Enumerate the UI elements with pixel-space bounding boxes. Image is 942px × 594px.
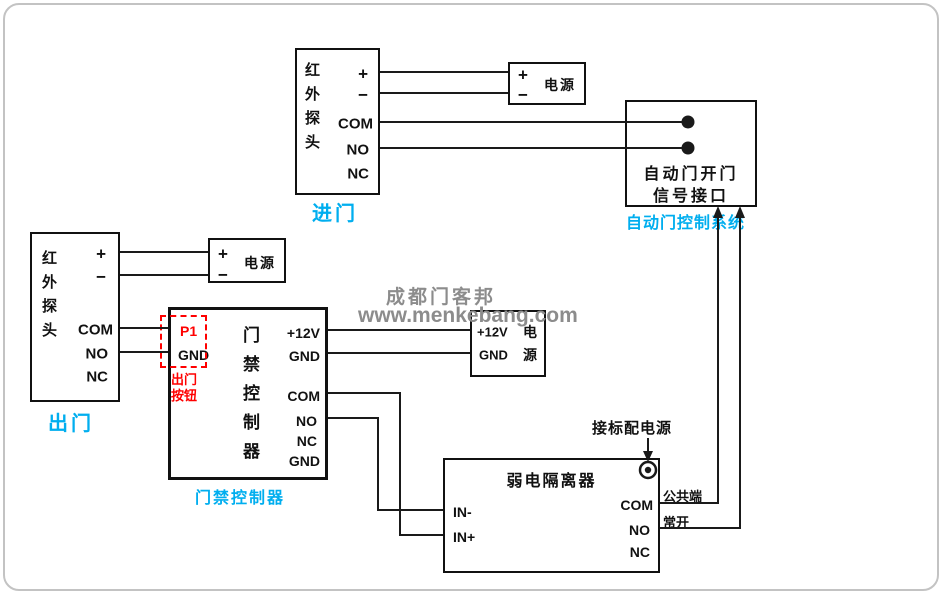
isolator-power-note: 接标配电源 — [592, 420, 673, 437]
exit-sensor-title: 红外探头 — [40, 250, 57, 346]
terminal-plus: + — [96, 244, 106, 264]
terminal-in-minus: IN- — [453, 504, 472, 520]
terminal-gnd: GND — [288, 348, 320, 364]
exit-power-box: + − 电源 — [208, 238, 286, 285]
psu-label-char2: 源 — [523, 347, 537, 363]
psu-12v-box: +12V GND 电 源 — [470, 310, 546, 377]
auto-door-signal-box: 自动门开门 信号接口 — [625, 100, 757, 207]
power-label: 电源 — [244, 255, 276, 271]
auto-door-caption: 自动门控制系统 — [626, 215, 746, 232]
terminal-com: COM — [78, 321, 113, 339]
watermark-brand: 成都门客邦 — [386, 287, 497, 308]
wire-controller-no-to-in-minus — [328, 417, 443, 511]
entry-power-box: + − 电源 — [508, 62, 586, 105]
psu-label-char1: 电 — [523, 324, 537, 340]
terminal-no: NO — [296, 413, 317, 429]
terminal-minus: − — [518, 85, 528, 105]
terminal-plus: + — [218, 244, 228, 264]
terminal-no: NO — [346, 141, 370, 159]
access-controller-box: P1 GND 门禁控制器 +12V GND COM NO NC GND — [168, 307, 328, 480]
controller-title: 门禁控制器 — [240, 326, 259, 471]
terminal-nc: NC — [347, 165, 369, 183]
auto-door-text-line2: 信号接口 — [652, 188, 729, 205]
common-terminal-label: 公共端 — [663, 489, 703, 504]
terminal-minus: − — [96, 267, 106, 287]
terminal-com: COM — [338, 115, 373, 133]
terminal-com: COM — [620, 497, 653, 513]
isolator-title: 弱电隔离器 — [506, 473, 597, 490]
terminal-gnd: GND — [479, 347, 508, 363]
auto-door-text-line1: 自动门开门 — [643, 166, 739, 183]
entry-sensor-caption: 进门 — [312, 203, 358, 225]
exit-button-note: 出门 按钮 — [170, 372, 197, 403]
exit-sensor-caption: 出门 — [48, 413, 94, 435]
entry-sensor-box: 红外探头 + − COM NO NC — [295, 48, 380, 195]
wire-isolator-com-to-door — [660, 209, 719, 504]
terminal-p1: P1 — [180, 323, 198, 339]
entry-sensor-title: 红外探头 — [303, 62, 320, 158]
exit-button-highlight-box — [160, 315, 207, 368]
isolator-box: 弱电隔离器 IN- IN+ COM NO NC — [443, 458, 660, 573]
power-label: 电源 — [544, 77, 576, 93]
wire-isolator-no-to-door — [660, 209, 741, 529]
terminal-minus: − — [218, 265, 228, 285]
terminal-nc: NC — [296, 433, 317, 449]
terminal-nc: NC — [629, 544, 650, 560]
terminal-no: NO — [629, 522, 650, 538]
terminal-12v: +12V — [286, 325, 320, 341]
terminal-minus: − — [358, 85, 368, 105]
terminal-12v: +12V — [477, 324, 508, 340]
terminal-nc: NC — [86, 368, 108, 386]
terminal-plus: + — [518, 65, 528, 85]
wire-controller-com-to-in-plus — [328, 392, 443, 536]
terminal-no: NO — [85, 345, 109, 363]
controller-caption: 门禁控制器 — [195, 490, 286, 507]
exit-sensor-box: 红外探头 + − COM NO NC — [30, 232, 120, 402]
terminal-plus: + — [358, 64, 368, 84]
terminal-com: COM — [287, 388, 320, 404]
terminal-in-plus: IN+ — [453, 529, 476, 545]
terminal-gnd-in: GND — [178, 347, 210, 363]
normally-open-label: 常开 — [663, 515, 690, 530]
terminal-gnd2: GND — [288, 453, 320, 469]
